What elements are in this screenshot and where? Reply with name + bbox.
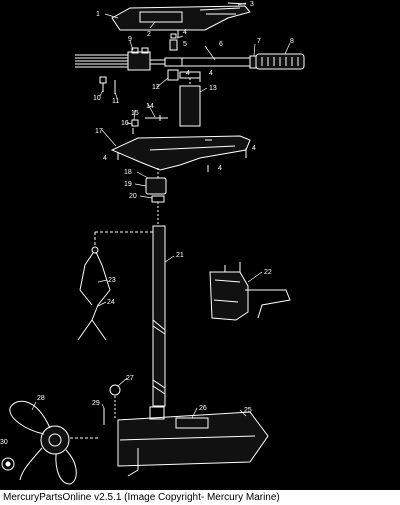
- top-cover-part: [111, 2, 251, 31]
- callout-18: 18: [124, 169, 132, 176]
- nut-part: [109, 384, 121, 420]
- tiller-handle-part: [182, 53, 305, 70]
- callout-20: 20: [129, 193, 137, 200]
- callout-16: 16: [121, 120, 129, 127]
- callout-4-e: 4: [252, 145, 256, 152]
- callout-14: 14: [146, 103, 154, 110]
- callout-7: 7: [257, 38, 261, 45]
- callout-10: 10: [93, 95, 101, 102]
- lower-unit-part: [117, 406, 269, 477]
- callout-2: 2: [147, 31, 151, 38]
- callout-6: 6: [219, 41, 223, 48]
- callout-19: 19: [124, 181, 132, 188]
- callout-24: 24: [107, 299, 115, 306]
- callout-4-f: 4: [218, 165, 222, 172]
- callout-1: 1: [96, 11, 100, 18]
- column-sleeve-part: [167, 69, 201, 127]
- screws-part: [117, 30, 247, 172]
- callout-26: 26: [199, 405, 207, 412]
- leader-lines: [31, 2, 291, 419]
- callout-27: 27: [126, 375, 134, 382]
- callout-13: 13: [209, 85, 217, 92]
- battery-leads-part: [77, 231, 155, 341]
- callout-25: 25: [244, 407, 252, 414]
- bolts-part: [131, 115, 168, 134]
- mount-bracket-part: [110, 135, 251, 171]
- callout-8: 8: [290, 38, 294, 45]
- callout-17: 17: [95, 128, 103, 135]
- callout-28: 28: [37, 395, 45, 402]
- mount-detail-part: [209, 262, 291, 321]
- fitting-part: [169, 33, 178, 51]
- prop-nut-part: [1, 457, 15, 471]
- callout-23: 23: [108, 277, 116, 284]
- callout-30: 30: [0, 439, 8, 446]
- callout-4-d: 4: [103, 155, 107, 162]
- callout-12: 12: [152, 84, 160, 91]
- collar-part: [145, 168, 167, 225]
- callout-4-c: 4: [209, 70, 213, 77]
- switch-assembly-part: [75, 47, 183, 71]
- callout-9: 9: [128, 36, 132, 43]
- parts-diagram: 1 2 3 4 5 6 7 8 9 10 11 12 13 4 4 14 15 …: [0, 1, 305, 485]
- copyright-caption: MercuryPartsOnline v2.5.1 (Image Copyrig…: [0, 490, 400, 505]
- callout-15: 15: [131, 110, 139, 117]
- callout-11: 11: [112, 98, 119, 105]
- callout-5: 5: [183, 41, 187, 48]
- callout-22: 22: [264, 269, 272, 276]
- shaft-part: [152, 225, 166, 407]
- callout-4-b: 4: [186, 70, 190, 77]
- callout-3: 3: [250, 1, 254, 8]
- propeller-part: [9, 400, 100, 485]
- callout-4: 4: [183, 29, 187, 36]
- callout-29: 29: [92, 400, 100, 407]
- callout-21: 21: [176, 252, 184, 259]
